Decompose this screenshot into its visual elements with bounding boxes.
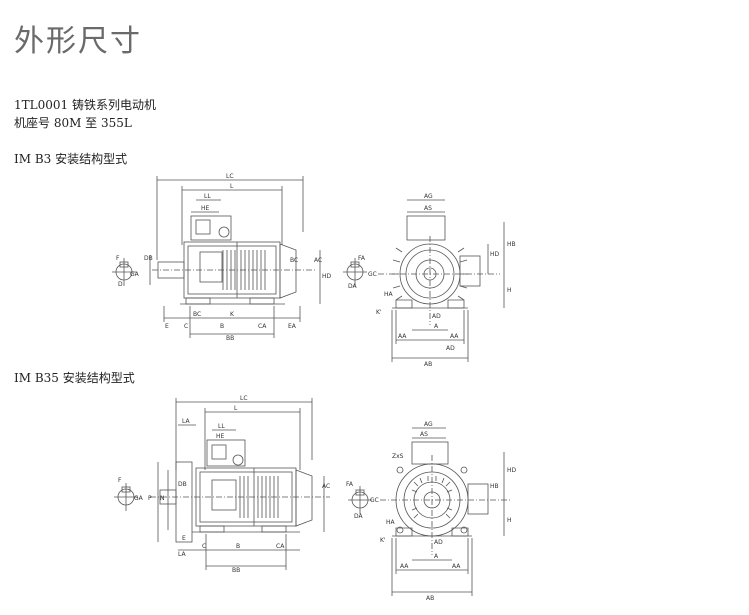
dim-label-ll: LL xyxy=(204,193,211,200)
dim-label-bc-top: BC xyxy=(290,257,298,264)
dim-label-b: B xyxy=(220,323,224,330)
dim-label-ca: CA xyxy=(258,323,267,330)
dim-label-c: C xyxy=(184,323,188,330)
b3-nde-shaft-detail xyxy=(343,258,367,286)
dim-label-ag: AG xyxy=(424,193,433,200)
dim-label-aa: AA xyxy=(398,333,407,340)
dim-label-aa2-b35: AA xyxy=(452,563,461,570)
dim-label-b-b35: B xyxy=(236,543,240,550)
b35-nde-shaft-detail xyxy=(348,486,372,514)
dim-label-ea: EA xyxy=(288,323,297,330)
dim-label-fa: FA xyxy=(358,255,366,262)
dim-label-he: HE xyxy=(201,205,210,212)
dim-label-db-b35: DB xyxy=(178,481,187,488)
dim-label-da: DA xyxy=(348,283,358,290)
dim-label-ac-b35: AC xyxy=(322,483,330,490)
dim-label-db: DB xyxy=(144,255,153,262)
dim-label-he-b35: HE xyxy=(216,433,225,440)
page-title: 外形尺寸 xyxy=(14,24,142,59)
b35-end-view xyxy=(380,427,510,596)
dim-label-ac: AC xyxy=(314,257,322,264)
dim-label-p-b35: P xyxy=(148,495,152,502)
b3-end-view xyxy=(378,199,505,362)
dim-label-ad-bottom: AD xyxy=(446,345,455,352)
dim-label-e: E xyxy=(165,323,169,330)
dim-label-kp-b35: K' xyxy=(380,537,386,544)
dim-label-c-b35: C xyxy=(202,543,206,550)
dim-label-fa-b35: FA xyxy=(346,481,354,488)
dim-label-ca-b35: CA xyxy=(276,543,285,550)
dim-label-a: A xyxy=(434,323,439,330)
dim-label-ll-b35: LL xyxy=(218,423,225,430)
b35-shaft-detail xyxy=(114,483,138,511)
dim-label-hd-end: HD xyxy=(490,251,500,258)
dim-label-ga-b35: GA xyxy=(134,495,144,502)
dim-label-ab: AB xyxy=(424,361,432,368)
dim-label-bc: BC xyxy=(193,311,201,318)
dim-label-a-b35: A xyxy=(434,553,439,560)
dim-label-ha: HA xyxy=(384,291,394,298)
dim-label-h-b35: H xyxy=(507,517,512,524)
dim-label-l: L xyxy=(230,183,234,190)
dim-label-l-b35: L xyxy=(234,405,238,412)
dim-label-as-b35: AS xyxy=(420,431,428,438)
dim-label-gc-b35: GC xyxy=(370,497,379,504)
dim-label-aa-b35: AA xyxy=(400,563,409,570)
dim-label-f-b35: F xyxy=(118,477,122,484)
dim-label-bb-b35: BB xyxy=(232,567,240,574)
section-label-b35: IM B35 安装结构型式 xyxy=(14,371,135,385)
dim-label-la-b35: LA xyxy=(178,551,186,558)
dim-label-as: AS xyxy=(424,205,432,212)
dim-label-ad-b35: AD xyxy=(434,539,443,546)
dim-label-hb: HB xyxy=(507,241,516,248)
dim-label-da-b35: DA xyxy=(354,513,364,520)
b3-side-view xyxy=(149,176,321,338)
dim-label-n-b35: N xyxy=(160,495,165,502)
section-label-b3: IM B3 安装结构型式 xyxy=(14,152,128,166)
dim-label-f: F xyxy=(116,255,120,262)
dim-label-lc: LC xyxy=(226,173,234,180)
dim-label-hd: HD xyxy=(322,273,332,280)
dim-label-ab-b35: AB xyxy=(426,595,434,602)
dim-label-ga: GA xyxy=(130,271,140,278)
b3-shaft-detail xyxy=(112,258,136,286)
dim-label-gc: GC xyxy=(368,271,377,278)
dim-label-hb-b35: HB xyxy=(490,483,499,490)
dim-label-kp: K' xyxy=(376,309,382,316)
dim-label-bb: BB xyxy=(226,335,234,342)
dim-label-ha-b35: HA xyxy=(386,519,396,526)
series-title: 1TL0001 铸铁系列电动机 xyxy=(14,98,156,112)
dim-label-zxs-b35: ZxS xyxy=(392,453,404,460)
frame-range: 机座号 80M 至 355L xyxy=(14,116,132,130)
dim-label-ag-b35: AG xyxy=(424,421,433,428)
dim-label-d: D xyxy=(118,281,123,288)
dim-label-e-b35: E xyxy=(182,535,186,542)
dim-label-aa-right: AA xyxy=(450,333,459,340)
dim-label-hd-b35: HD xyxy=(507,467,517,474)
dim-label-lc-b35: LC xyxy=(240,395,248,402)
b35-side-view xyxy=(150,398,330,570)
dim-label-le-b35: LA xyxy=(182,418,190,425)
dim-label-k: K xyxy=(230,311,235,318)
dim-label-ad: AD xyxy=(432,313,441,320)
dim-label-h: H xyxy=(507,287,512,294)
